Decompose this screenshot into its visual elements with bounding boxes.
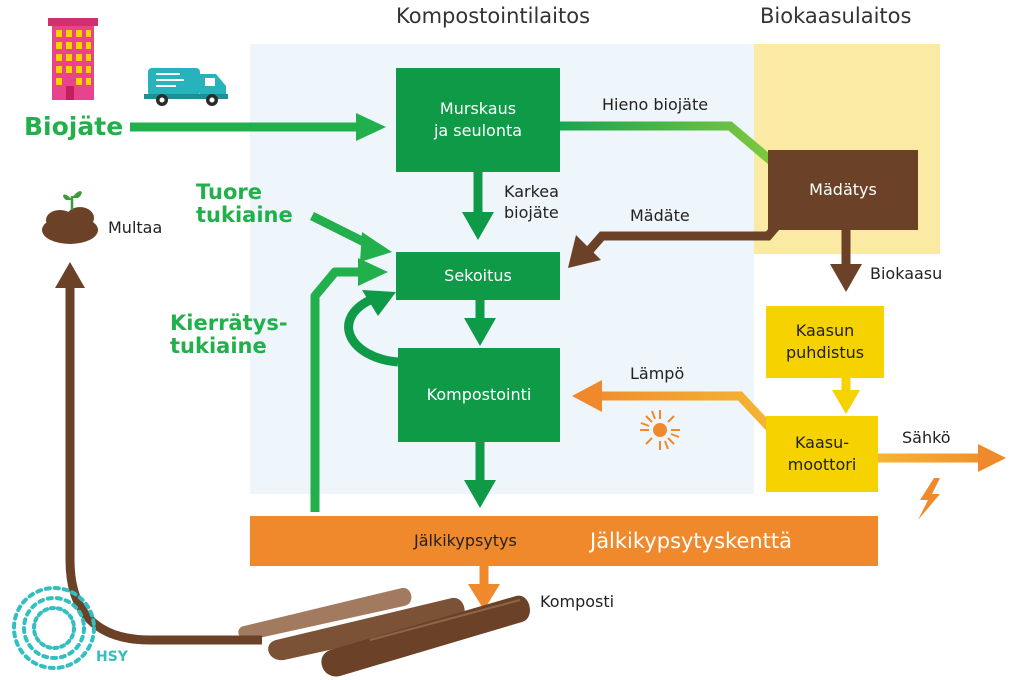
lightning-icon	[918, 478, 940, 520]
crushing-box: Murskaus ja seulonta	[396, 68, 560, 172]
post-maturing-label: Jälkikypsytys	[414, 531, 517, 551]
composting-box: Kompostointi	[398, 348, 560, 442]
biowaste-label: Biojäte	[24, 112, 124, 141]
post-maturing-field-label: Jälkikypsytyskenttä	[590, 528, 793, 553]
digestate-label: Mädäte	[630, 206, 690, 225]
heat-sun-icon	[640, 410, 680, 450]
soil-pile-icon	[42, 191, 98, 244]
hsy-logo-icon	[12, 586, 96, 670]
hsy-logo-text: HSY	[96, 649, 128, 665]
electricity-label: Sähkö	[902, 428, 951, 447]
composting-plant-header: Kompostointilaitos	[396, 4, 591, 28]
fine-biowaste-label: Hieno biojäte	[602, 95, 709, 114]
garbage-truck-icon	[144, 68, 228, 106]
fresh-support-label: Tuore tukiaine	[196, 180, 293, 228]
mixing-box: Sekoitus	[396, 252, 560, 300]
gas-cleaning-box: Kaasun puhdistus	[766, 306, 884, 378]
building-icon	[48, 18, 98, 100]
coarse-biowaste-label: Karkea biojäte	[504, 182, 559, 222]
heat-label: Lämpö	[630, 364, 685, 383]
biogas-plant-header: Biokaasulaitos	[760, 4, 912, 28]
biogas-label: Biokaasu	[870, 264, 943, 283]
compost-piles-icon	[238, 587, 530, 677]
recycled-support-label: Kierrätys- tukiaine	[170, 311, 288, 359]
soil-label: Multaa	[108, 218, 163, 237]
post-maturing-bar: Jälkikypsytys Jälkikypsytyskenttä	[250, 516, 878, 566]
digestion-box: Mädätys	[768, 150, 918, 230]
compost-label: Komposti	[540, 592, 615, 611]
gas-engine-box: Kaasu- moottori	[766, 416, 878, 492]
